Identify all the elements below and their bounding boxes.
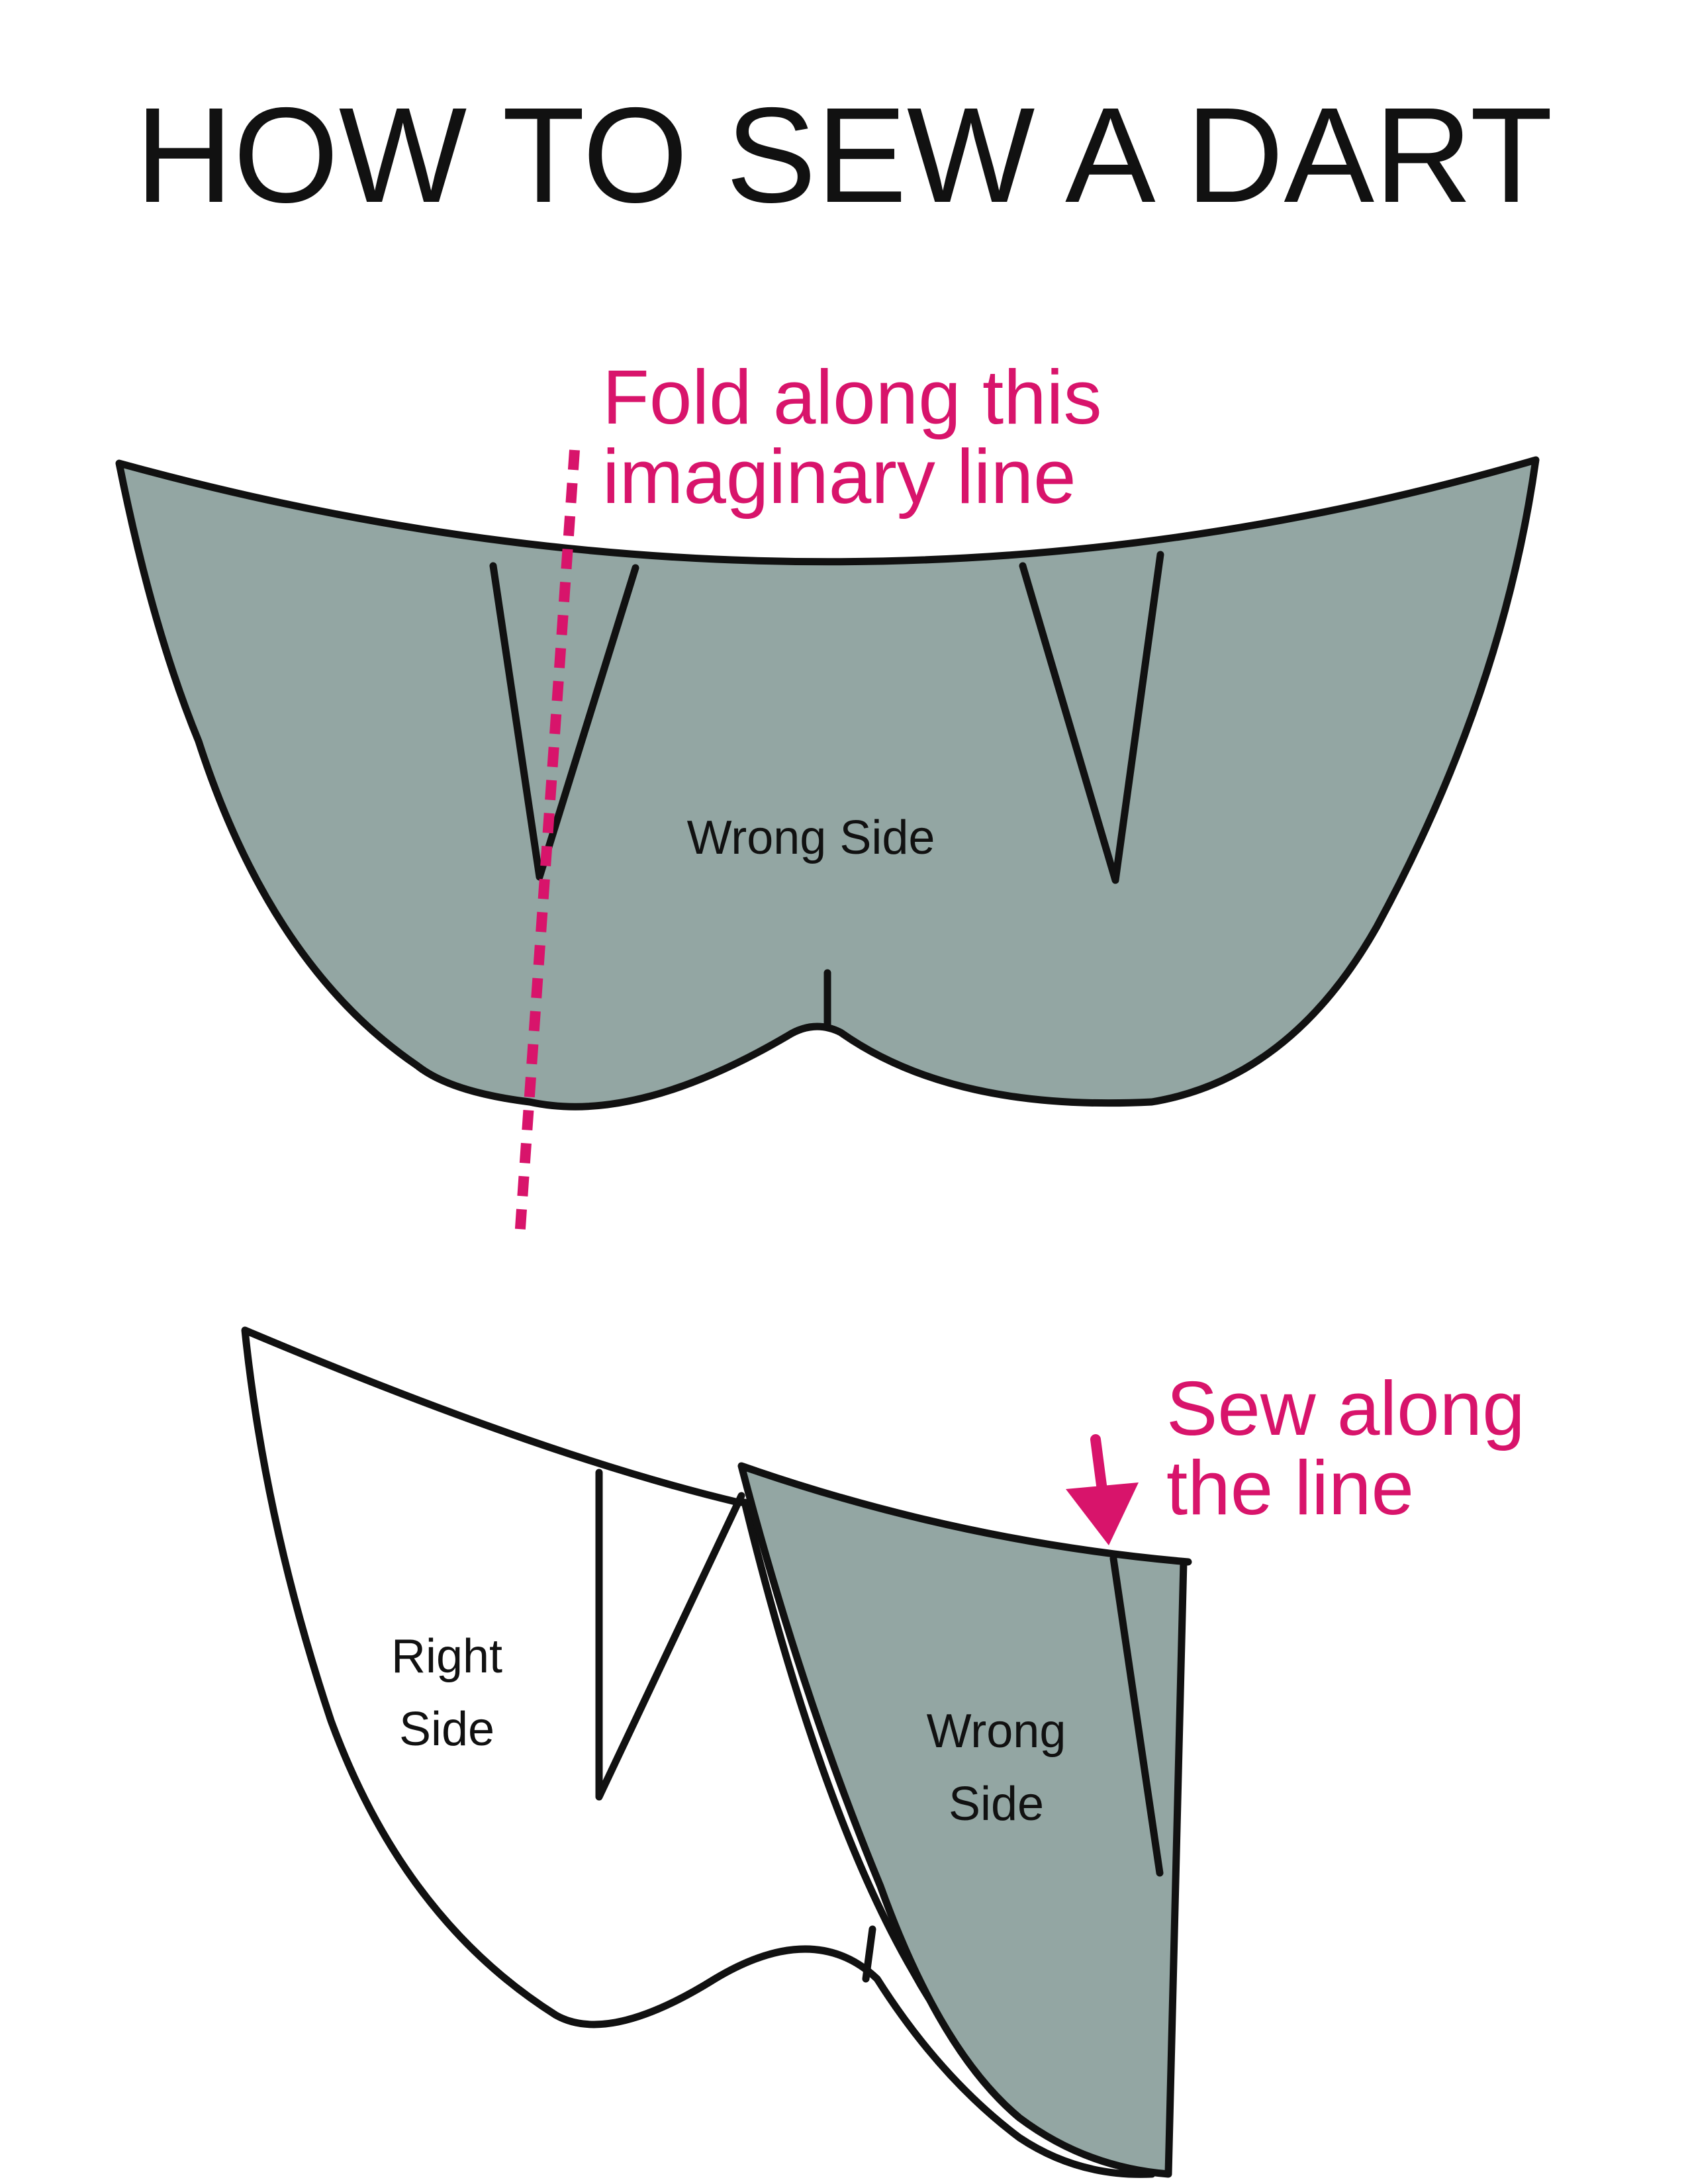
fabric-piece-wrong-side: [737, 1462, 1192, 2178]
wrong-side-label-folded-line1: Wrong: [927, 1705, 1066, 1758]
dart-right-legs: [1019, 551, 1164, 884]
wrong-side-label: Wrong Side: [687, 811, 935, 864]
stitching-line: [1109, 1555, 1164, 1877]
sew-annotation-line1: Sew along: [1166, 1365, 1525, 1451]
dart-left-legs: [489, 562, 639, 881]
step-sew: Sew along the line Right Side Wrong Side: [241, 1326, 1525, 2178]
wrong-side-label-folded-line2: Side: [949, 1778, 1044, 1831]
fabric-piece-unfolded: [115, 456, 1540, 1111]
fabric-piece-right-side: [241, 1326, 1156, 2178]
center-notch-folded: [862, 1925, 876, 1983]
sew-arrow-head: [1066, 1482, 1139, 1545]
fold-annotation-line1: Fold along this: [602, 354, 1102, 440]
right-side-label-line2: Side: [399, 1703, 494, 1756]
page-title: HOW TO SEW A DART: [135, 79, 1553, 231]
right-side-label-line1: Right: [391, 1630, 502, 1683]
step-fold: Fold along this imaginary line Wrong Sid…: [115, 354, 1540, 1238]
sew-annotation-line2: the line: [1166, 1445, 1414, 1531]
dart-legs-folded: [595, 1469, 745, 1801]
fold-annotation-line2: imaginary line: [602, 433, 1076, 520]
